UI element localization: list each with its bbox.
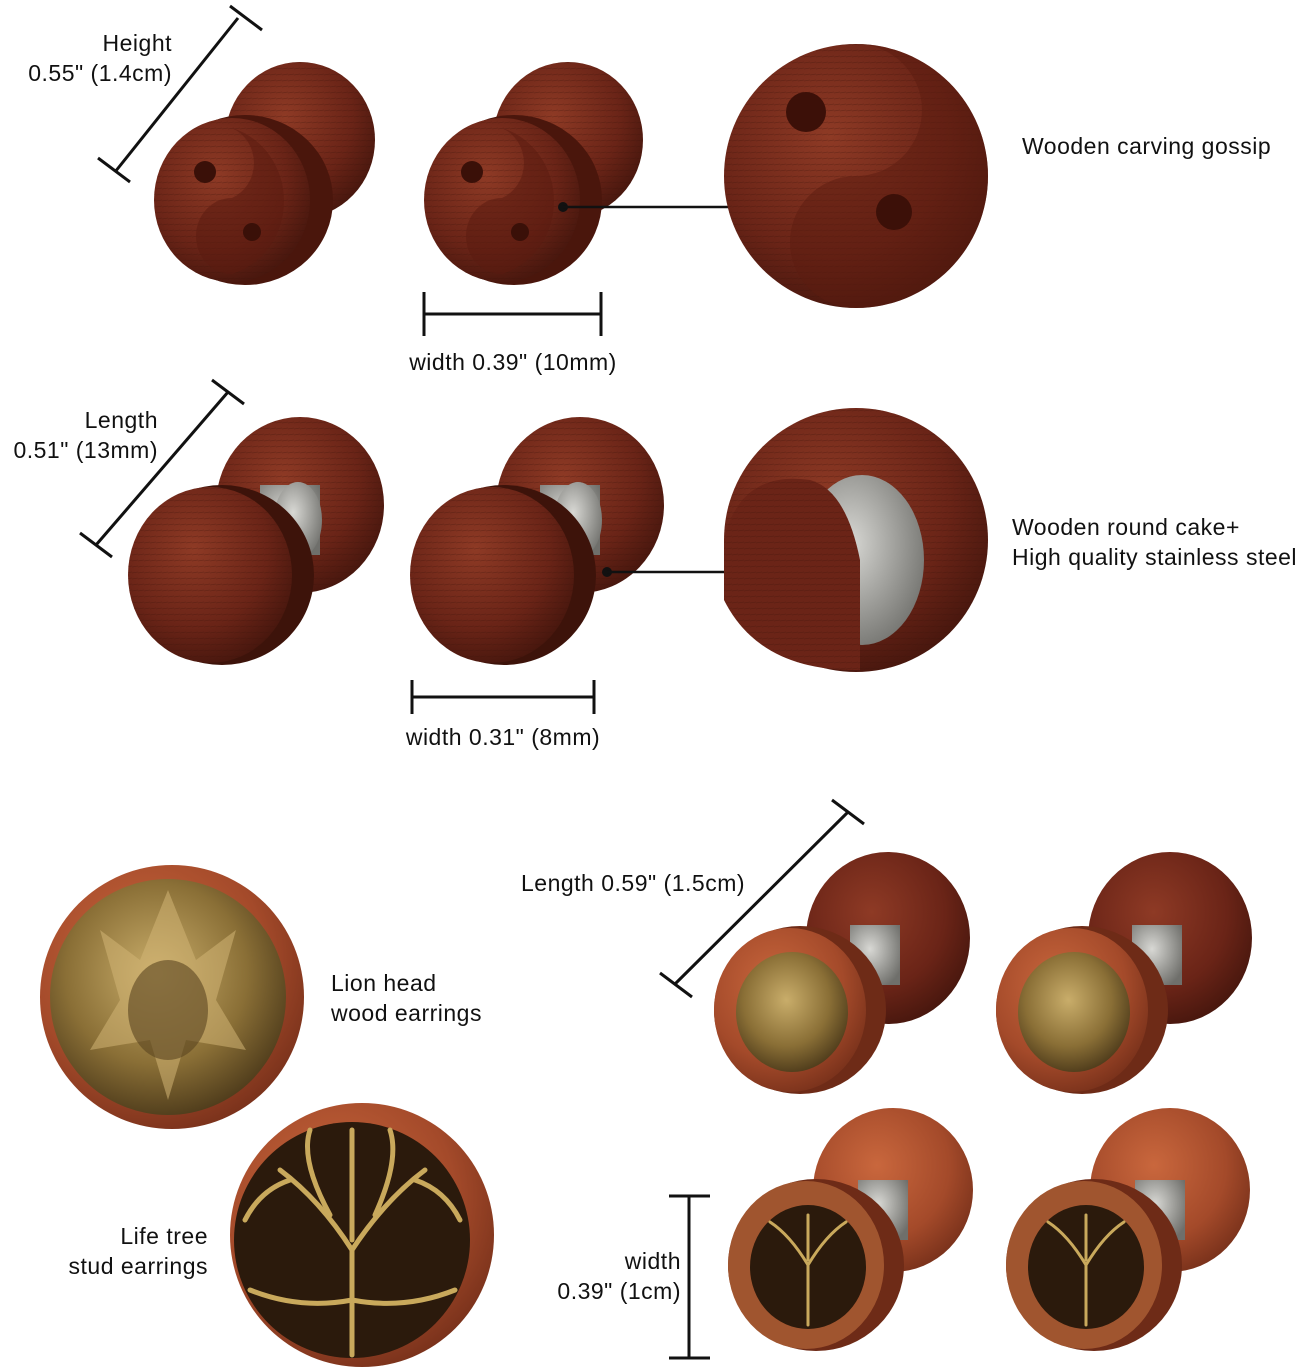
width-label-2: width 0.31" (8mm): [405, 724, 601, 750]
lion-earring-2: [996, 852, 1252, 1094]
callout-carving: Wooden carving gossip: [1022, 133, 1272, 159]
width-dimension-line-2: [410, 680, 596, 714]
length-label-1: Length: [84, 407, 158, 433]
lion-earring-1: [714, 852, 970, 1094]
callout-round-line1: Wooden round cake+: [1012, 514, 1240, 540]
tree-label-line2: stud earrings: [68, 1253, 208, 1279]
width-label-1: width 0.39" (10mm): [409, 349, 617, 375]
callout-round-line2: High quality stainless steel: [1012, 544, 1298, 570]
callout-pointer-1: [558, 202, 735, 212]
lion-zoom-circle: [40, 865, 304, 1129]
round-earring-1: [128, 417, 384, 665]
tree-label-line1: Life tree: [120, 1223, 208, 1249]
width-value-3: 0.39" (1cm): [557, 1278, 681, 1304]
tree-earring-2: [1006, 1108, 1250, 1351]
tree-earring-1: [728, 1108, 973, 1351]
width-label-3: width: [624, 1248, 681, 1274]
yinyang-earring-1: [154, 62, 375, 285]
yinyang-earring-2: [424, 62, 643, 285]
width-dimension-line-3: [669, 1194, 710, 1360]
length-value-1: 0.51" (13mm): [13, 437, 158, 463]
height-label: Height: [102, 30, 172, 56]
height-dimension-line: [97, 4, 263, 184]
height-value: 0.55" (1.4cm): [28, 60, 172, 86]
length-dimension-line-2: [659, 798, 865, 999]
lion-label-line2: wood earrings: [331, 1000, 482, 1026]
length-dimension-line-1: [79, 378, 245, 559]
lion-label-line1: Lion head: [331, 970, 437, 996]
tree-zoom-circle: [230, 1103, 494, 1367]
steel-zoom-circle: [724, 408, 988, 672]
round-earring-2: [410, 417, 664, 665]
width-dimension-line-1: [422, 292, 603, 336]
yinyang-zoom-circle: [724, 44, 988, 308]
length-label-2: Length 0.59" (1.5cm): [521, 870, 746, 896]
callout-pointer-2: [602, 567, 728, 577]
